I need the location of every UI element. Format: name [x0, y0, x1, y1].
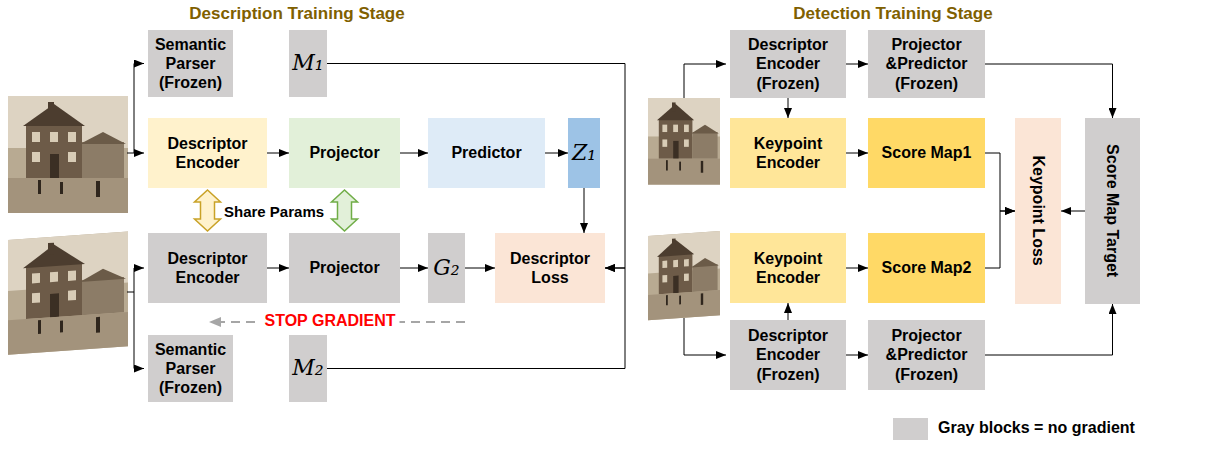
process-box: Descriptor Encoder (Frozen): [730, 30, 846, 98]
variable-box: M₁: [289, 30, 327, 97]
flow-arrow: [545, 153, 568, 154]
legend-text: Gray blocks = no gradient: [938, 419, 1135, 437]
process-box: Descriptor Encoder (Frozen): [730, 320, 846, 390]
flow-arrow: [267, 268, 289, 269]
photo: [648, 98, 720, 185]
photo: [648, 231, 720, 320]
process-box: Semantic Parser (Frozen): [148, 30, 233, 97]
flow-arrow: [465, 268, 495, 269]
process-box: Projector &Predictor (Frozen): [868, 30, 985, 98]
photo: [8, 232, 128, 355]
process-box: Predictor: [428, 118, 545, 188]
box-label: Semantic Parser (Frozen): [152, 35, 229, 93]
process-box: Score Map2: [868, 233, 985, 303]
flow-arrow: [788, 303, 789, 320]
flow-arrow: [846, 153, 868, 154]
flow-arrow: [400, 153, 428, 154]
annotation: STOP GRADIENT: [261, 312, 400, 330]
flow-arrow: [846, 355, 868, 356]
variable-name: Z₁: [572, 140, 596, 166]
box-label: Descriptor Encoder: [152, 249, 263, 287]
input-line: [684, 64, 726, 98]
box-label: Projector &Predictor (Frozen): [872, 35, 981, 93]
process-box: Score Map1: [868, 118, 985, 188]
legend-swatch: [893, 418, 928, 440]
variable-name: M₂: [292, 355, 323, 381]
box-label: Score Map Target: [1103, 144, 1122, 277]
box-label: Score Map2: [882, 258, 972, 277]
variable-box: G₂: [428, 233, 465, 303]
box-label: Descriptor Encoder (Frozen): [734, 326, 842, 384]
flow-arrow: [788, 98, 789, 118]
input-line: [127, 153, 144, 154]
input-line: [134, 64, 144, 154]
box-label: Projector: [309, 143, 379, 162]
box-label: Score Map1: [882, 143, 972, 162]
process-box: Semantic Parser (Frozen): [148, 335, 233, 402]
flow-arrow: [985, 153, 1015, 211]
box-label: Keypoint Loss: [1028, 156, 1047, 266]
input-line: [684, 318, 726, 355]
box-label: Keypoint Encoder: [734, 134, 842, 172]
process-box: Descriptor Encoder: [148, 118, 267, 188]
process-box: Projector: [289, 118, 400, 188]
flow-arrow: [985, 64, 1113, 118]
box-label: Keypoint Encoder: [734, 249, 842, 287]
flow-arrow: [985, 211, 1015, 268]
photo: [8, 96, 128, 213]
box-label: Descriptor Encoder: [152, 134, 263, 172]
box-label: Projector: [309, 258, 379, 277]
stage-title: Detection Training Stage: [793, 4, 992, 24]
vertical-box: Keypoint Loss: [1015, 118, 1061, 304]
variable-name: M₁: [292, 50, 323, 76]
box-label: Semantic Parser (Frozen): [152, 340, 229, 398]
stage-title: Description Training Stage: [189, 4, 404, 24]
flow-arrow: [846, 268, 868, 269]
flow-arrow: [1061, 211, 1085, 212]
vertical-box: Score Map Target: [1085, 118, 1140, 304]
variable-name: G₂: [433, 255, 459, 281]
process-box: Projector: [289, 233, 400, 303]
box-label: Descriptor Loss: [499, 249, 601, 287]
process-box: Descriptor Loss: [495, 233, 605, 303]
flow-arrow: [584, 188, 585, 233]
share-params-arrow: [332, 190, 358, 231]
variable-box: M₂: [289, 335, 327, 402]
flow-arrow: [985, 304, 1113, 355]
flow-arrow: [846, 64, 868, 65]
flow-arrow: [400, 268, 428, 269]
input-line: [127, 268, 144, 292]
flow-arrow: [267, 153, 289, 154]
process-box: Projector &Predictor (Frozen): [868, 320, 985, 390]
variable-box: Z₁: [568, 118, 600, 188]
process-box: Descriptor Encoder: [148, 233, 267, 303]
box-label: Projector &Predictor (Frozen): [872, 326, 981, 384]
box-label: Descriptor Encoder (Frozen): [734, 35, 842, 93]
annotation: Share Params: [224, 203, 324, 220]
share-params-arrow: [195, 190, 221, 231]
input-line: [134, 292, 144, 369]
process-box: Keypoint Encoder: [730, 118, 846, 188]
process-box: Keypoint Encoder: [730, 233, 846, 303]
box-label: Predictor: [451, 143, 521, 162]
